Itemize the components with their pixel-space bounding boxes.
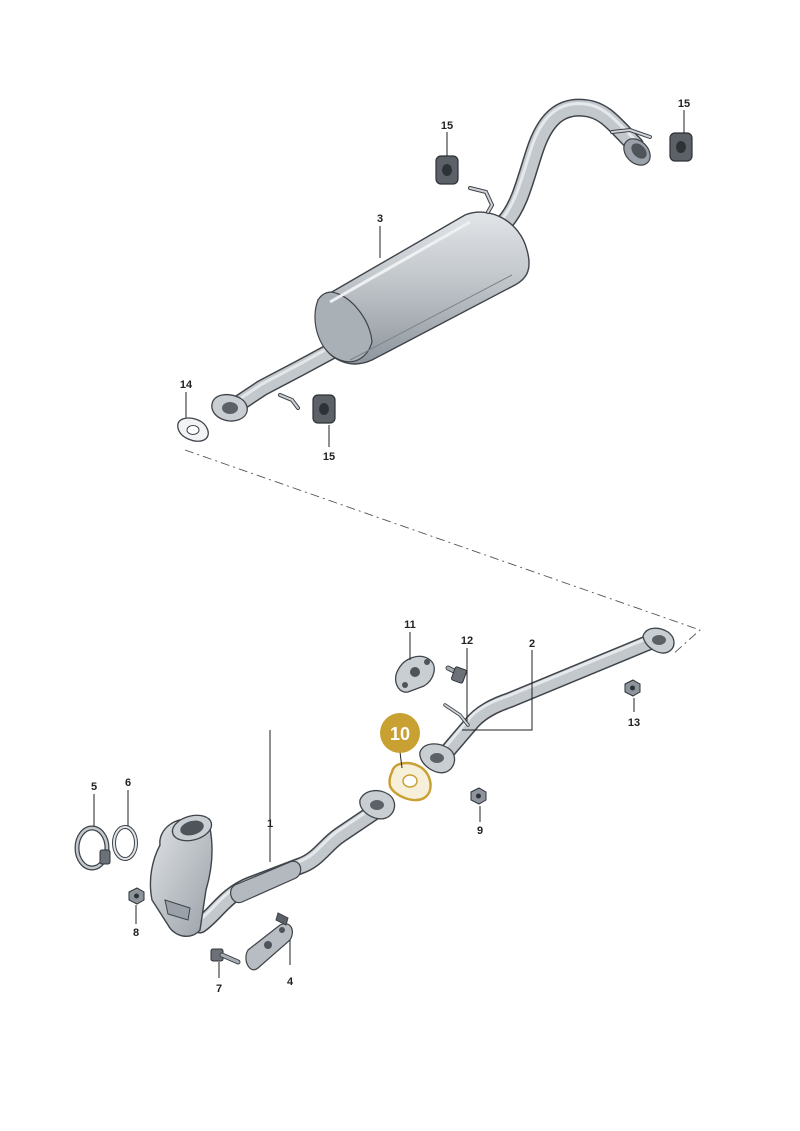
callout-15-right: 15 <box>678 98 690 110</box>
rear-intermediate-pipe <box>223 331 361 417</box>
middle-pipe-part-2 <box>419 627 675 774</box>
callout-4: 4 <box>287 976 294 988</box>
callout-15-bottom: 15 <box>323 451 335 463</box>
rubber-mount-15-bottom <box>312 394 336 424</box>
rear-silencer-assembly <box>177 98 693 442</box>
rubber-mount-15-right <box>669 132 693 162</box>
callout-12: 12 <box>461 635 473 647</box>
tailpipe <box>496 98 651 231</box>
highlight-badge <box>380 713 420 753</box>
nut-part-8 <box>128 887 145 905</box>
rubber-mount-15-top <box>435 155 459 185</box>
callout-labels: 1 2 3 4 5 6 7 8 9 11 12 13 14 15 15 15 1… <box>91 98 690 995</box>
callout-13: 13 <box>628 717 640 729</box>
clamp-part-5 <box>74 825 111 871</box>
callout-3: 3 <box>377 213 383 225</box>
bolt-part-12 <box>445 665 467 684</box>
rear-pipe-flange <box>211 393 248 422</box>
callout-10[interactable]: 10 <box>390 724 410 744</box>
nut-part-13 <box>624 679 641 697</box>
callout-7: 7 <box>216 983 222 995</box>
callout-11: 11 <box>404 619 416 631</box>
hanger-part-11 <box>394 655 435 693</box>
leader-lines <box>93 110 685 978</box>
nut-part-9 <box>470 787 487 805</box>
callout-6: 6 <box>125 777 131 789</box>
gasket-part-10 <box>388 761 432 802</box>
assembly-connection-line <box>184 449 701 656</box>
rear-gasket-14 <box>177 417 209 442</box>
front-pipe-part-1 <box>191 789 396 934</box>
rear-muffler <box>314 211 530 365</box>
highlighted-callout-10[interactable]: 10 <box>380 713 420 753</box>
bolt-part-7 <box>210 948 241 965</box>
sealing-ring-part-6 <box>112 825 138 861</box>
bracket-part-4 <box>245 912 293 971</box>
callout-1: 1 <box>267 818 273 830</box>
callout-5: 5 <box>91 781 97 793</box>
callout-9: 9 <box>477 825 483 837</box>
callout-14: 14 <box>180 379 193 391</box>
callout-2: 2 <box>529 638 535 650</box>
catalytic-converter <box>149 814 213 937</box>
callout-15-top: 15 <box>441 120 453 132</box>
callout-8: 8 <box>133 927 139 939</box>
front-exhaust-assembly <box>74 627 675 971</box>
muffler-hanger-rod <box>278 127 652 410</box>
